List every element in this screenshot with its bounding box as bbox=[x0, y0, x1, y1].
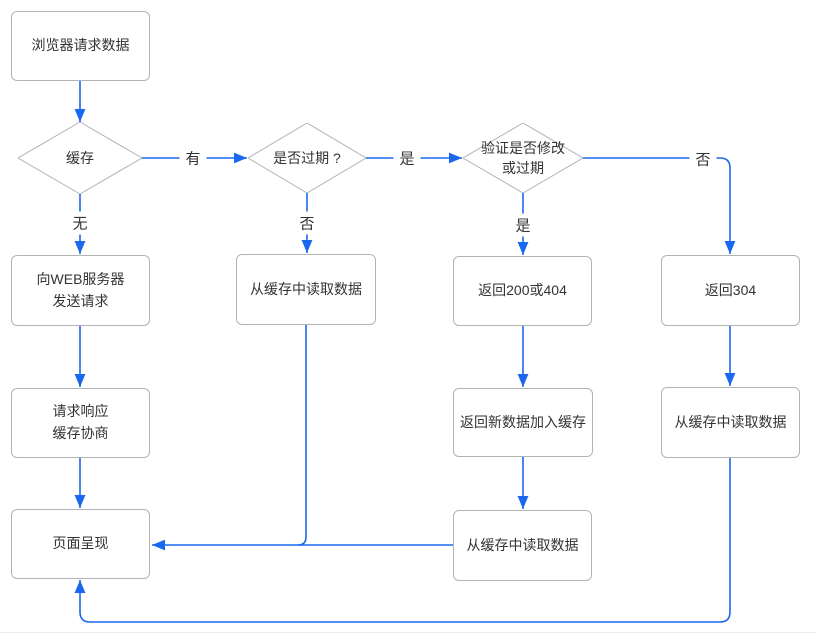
node-label: 从缓存中读取数据 bbox=[674, 413, 787, 430]
diamond-shape bbox=[248, 123, 366, 193]
node-read-from-cache-middle: 从缓存中读取数据 bbox=[236, 254, 376, 325]
decision-cache: 缓存 bbox=[18, 122, 142, 194]
decision-label: 缓存 bbox=[66, 149, 94, 166]
decision-label-line2: 或过期 bbox=[502, 160, 544, 176]
node-label: 返回304 bbox=[704, 281, 757, 298]
node-request-response-cache-negotiation: 请求响应 缓存协商 bbox=[11, 388, 150, 458]
node-label-line2: 缓存协商 bbox=[52, 425, 109, 441]
branch-label-modified-yes: 是 bbox=[509, 213, 537, 237]
edge-read-cache-mid-merge bbox=[297, 325, 307, 546]
node-label: 从缓存中读取数据 bbox=[466, 536, 579, 553]
decision-label-line1: 验证是否修改 bbox=[481, 139, 565, 156]
node-label: 浏览器请求数据 bbox=[31, 37, 130, 54]
node-read-from-cache-after-add: 从缓存中读取数据 bbox=[453, 510, 592, 581]
node-label: 返回200或404 bbox=[478, 282, 567, 299]
branch-label-expired-yes: 是 bbox=[393, 146, 421, 170]
node-return-304: 返回304 bbox=[661, 255, 800, 326]
canvas-bottom-edge bbox=[0, 632, 816, 633]
node-label: 返回新数据加入缓存 bbox=[460, 413, 586, 430]
edge-validate-no-to-return-304 bbox=[583, 157, 736, 254]
decision-validate-modified-or-expired: 验证是否修改 或过期 bbox=[463, 123, 583, 193]
decision-label: 是否过期 ? bbox=[273, 149, 341, 166]
branch-label-cache-no: 无 bbox=[66, 211, 94, 235]
node-return-200-or-404: 返回200或404 bbox=[453, 256, 592, 326]
node-return-new-data-add-to-cache: 返回新数据加入缓存 bbox=[453, 388, 593, 457]
node-label-line1: 请求响应 bbox=[52, 403, 109, 420]
branch-label-expired-no: 否 bbox=[293, 211, 321, 235]
branch-label-cache-yes: 有 bbox=[179, 146, 207, 170]
decision-is-expired: 是否过期 ? bbox=[248, 123, 366, 193]
node-label: 从缓存中读取数据 bbox=[250, 280, 362, 297]
node-label-line2: 发送请求 bbox=[52, 292, 109, 309]
branch-label-modified-no: 否 bbox=[689, 147, 717, 171]
node-page-render: 页面呈现 bbox=[11, 509, 150, 579]
node-browser-request: 浏览器请求数据 bbox=[11, 11, 150, 81]
node-label: 页面呈现 bbox=[52, 535, 109, 552]
node-label-line1: 向WEB服务器 bbox=[36, 270, 125, 287]
diamond-shape bbox=[463, 123, 583, 193]
diamond-shape bbox=[18, 122, 142, 194]
node-read-from-cache-304: 从缓存中读取数据 bbox=[661, 387, 800, 458]
node-send-request-to-web-server: 向WEB服务器 发送请求 bbox=[11, 255, 150, 326]
decision-label: 验证是否修改 或过期 bbox=[463, 123, 583, 193]
edge-read-cache-304-to-page-render bbox=[74, 458, 731, 623]
